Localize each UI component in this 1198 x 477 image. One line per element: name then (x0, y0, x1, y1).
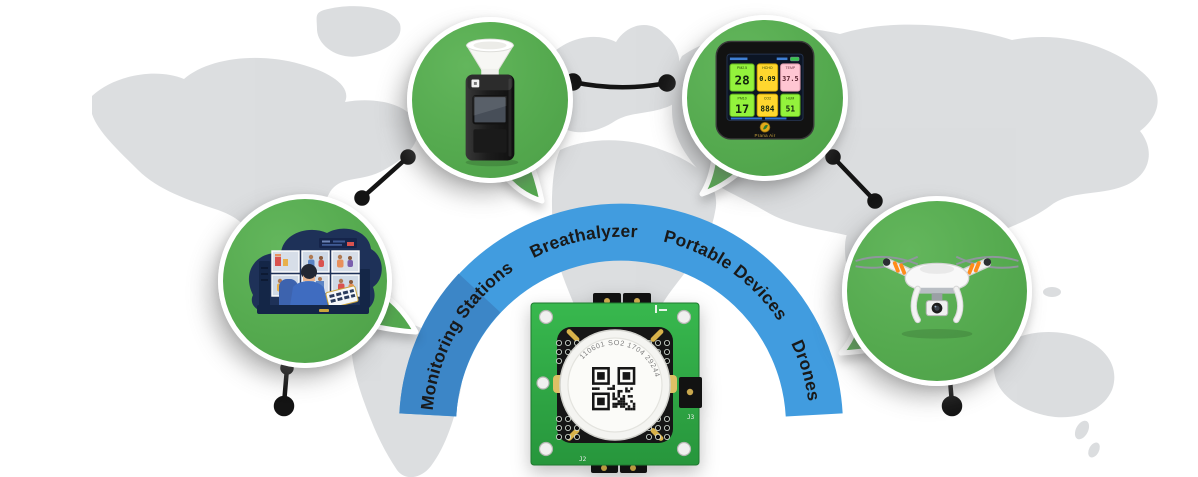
reading-label-hcho: HCHO (762, 66, 773, 70)
bubble-monitoring-stations (218, 194, 392, 368)
reading-value-hum: 51 (786, 105, 796, 114)
reading-label-temp: TEMP (785, 66, 795, 70)
battery-icon (790, 56, 800, 62)
control-room-illustration (248, 228, 382, 314)
reading-value-pm25: 28 (734, 72, 749, 87)
reading-label-pm25: PM2.5 (737, 66, 747, 70)
bubble-portable-devices: PM2.5 28 HCHO 0.09 TEMP 37.5 PM10 17 CO2… (682, 15, 848, 181)
reading-box-pm10 (729, 93, 755, 118)
continent-australia-shape (993, 332, 1115, 418)
brand-text: Prana Air (754, 133, 775, 138)
pcb-corner-screws (536, 309, 692, 457)
connector-portable-drone (825, 149, 883, 209)
reading-box-temp (780, 63, 801, 92)
region-new-zealand-shape2 (1088, 442, 1100, 458)
gas-sensor-module: J3 J2 110601 SO (527, 291, 703, 475)
reading-box-pm25 (729, 63, 755, 92)
reading-value-co2: 884 (760, 105, 774, 114)
reading-box-hum (780, 93, 801, 118)
reading-box-co2 (756, 93, 779, 118)
bubble-breathalyzer (407, 17, 573, 183)
region-new-zealand-shape (1074, 420, 1090, 440)
qr-code (592, 367, 636, 411)
reading-value-hcho: 0.09 (759, 75, 775, 83)
reading-value-temp: 37.5 (782, 75, 798, 83)
reading-box-hcho (756, 63, 779, 92)
silk-label-j2: J2 (579, 456, 587, 463)
reading-label-co2: CO2 (764, 96, 771, 100)
continent-europe-shape (543, 24, 681, 133)
continent-north-america-shape (92, 57, 418, 253)
bubble-drones (842, 196, 1032, 386)
region-islands-shape3 (1043, 287, 1061, 297)
drone-orange-stripes (892, 261, 981, 275)
reading-label-hum: HUM (786, 96, 794, 100)
breathalyzer-device (465, 38, 519, 167)
breathalyzer-screen (472, 95, 508, 125)
reading-value-pm10: 17 (735, 102, 749, 116)
silk-label-j3: J3 (687, 414, 695, 421)
drone-illustration (855, 255, 1019, 339)
arc-band-left-segment (399, 273, 501, 418)
reading-label-pm10: PM10 (738, 96, 747, 100)
connector-monitoring-breathalyzer (354, 149, 416, 206)
continent-greenland-shape (316, 6, 401, 57)
air-quality-monitor-device: PM2.5 28 HCHO 0.09 TEMP 37.5 PM10 17 CO2… (715, 40, 815, 140)
control-keyboard (325, 285, 359, 309)
